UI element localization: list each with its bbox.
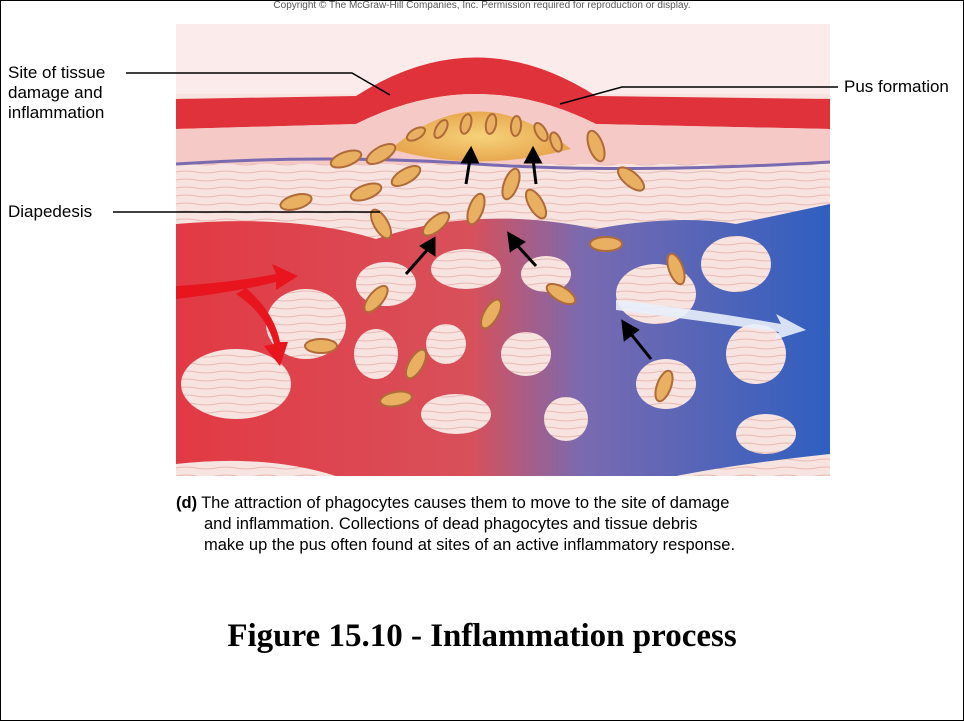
label-site-line-3: inflammation [8,103,105,123]
label-pus-formation: Pus formation [844,77,949,97]
inflammation-illustration [176,24,830,476]
label-site-line-2: damage and [8,83,105,103]
caption-line-2: and inflammation. Collections of dead ph… [176,514,876,535]
caption-tag: (d) [176,494,197,512]
label-diapedesis: Diapedesis [8,202,92,222]
label-site-line-1: Site of tissue [8,63,105,83]
caption-line-1: The attraction of phagocytes causes them… [201,494,729,512]
copyright-notice: Copyright © The McGraw-Hill Companies, I… [0,0,964,11]
figure-title: Figure 15.10 - Inflammation process [0,618,964,655]
caption-line-3: make up the pus often found at sites of … [176,535,876,556]
label-site-of-damage: Site of tissue damage and inflammation [8,63,105,123]
figure-caption: (d)The attraction of phagocytes causes t… [176,493,876,556]
